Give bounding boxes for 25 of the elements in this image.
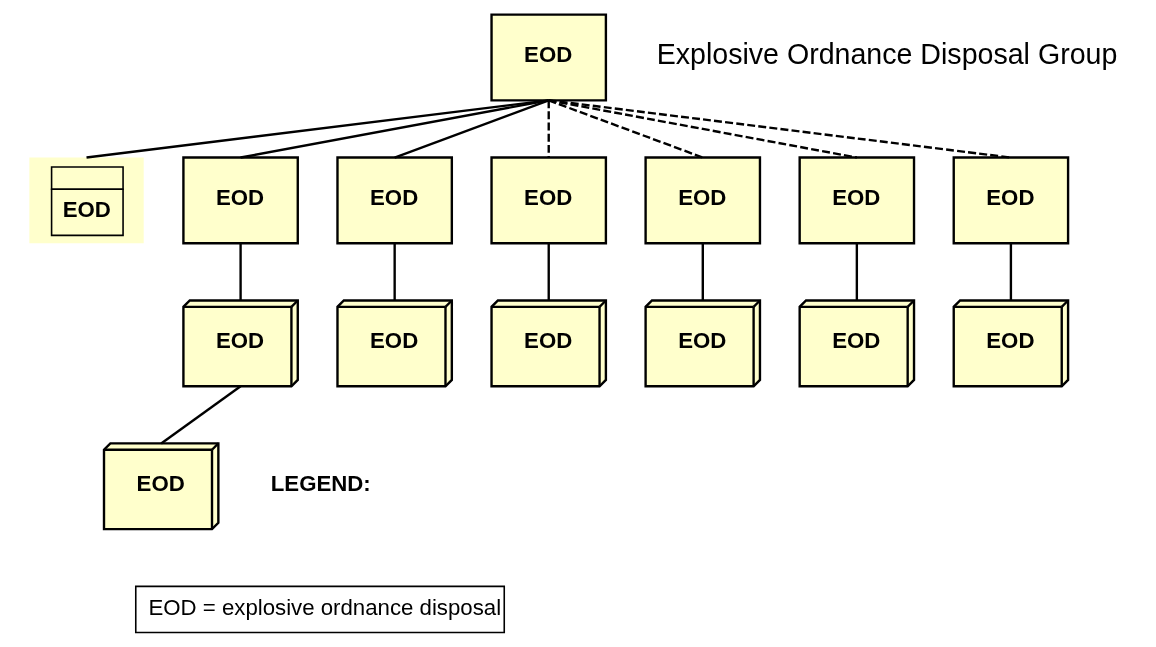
connector (239, 99, 549, 159)
node-box: EOD (28, 157, 144, 244)
connector (855, 243, 858, 301)
node-box: EOD (335, 156, 453, 245)
node-box: EOD (643, 156, 761, 245)
node-label: Explosive Ordnance Disposal Group (656, 38, 1117, 71)
connector (160, 385, 241, 445)
node-box: EOD (489, 156, 607, 245)
connector (547, 243, 550, 301)
node-box: EOD (797, 156, 915, 245)
node-box: EOD (952, 156, 1069, 245)
connector (85, 99, 549, 159)
node-box: EOD (489, 13, 607, 102)
connector (548, 99, 1011, 159)
connector (548, 99, 857, 159)
connector (393, 99, 549, 159)
connector (547, 100, 550, 158)
connector (547, 99, 703, 159)
connector (1009, 243, 1012, 301)
connector (701, 243, 704, 301)
connector (238, 243, 242, 301)
label: LEGEND: (270, 470, 371, 496)
label: EOD = explosive ordnance disposal (147, 595, 501, 621)
node-box: EOD (181, 156, 299, 245)
connector (392, 243, 396, 301)
